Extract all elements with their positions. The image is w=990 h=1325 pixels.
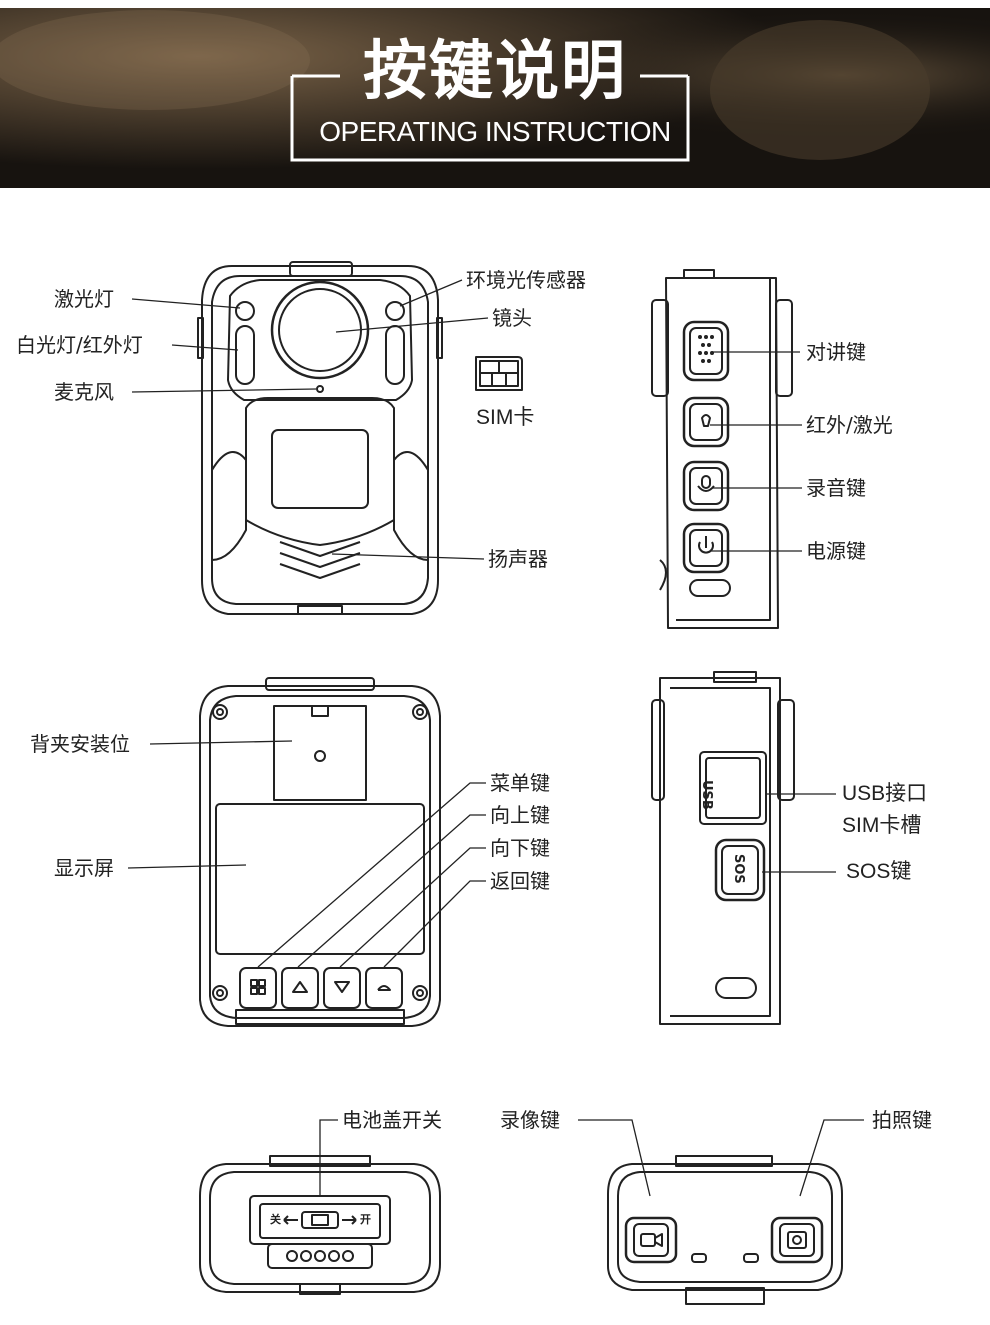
label-lens: 镜头	[492, 306, 532, 330]
intercom-button-dots	[698, 335, 714, 363]
side-view-left-device	[651, 671, 795, 1025]
side-view-right-device	[651, 269, 793, 629]
back-button-icons	[250, 979, 391, 995]
label-usb-port: USB接口	[842, 782, 928, 805]
label-power-key: 电源键	[806, 539, 866, 563]
label-speaker: 扬声器	[488, 547, 548, 571]
label-sim-card: SIM卡	[476, 406, 535, 429]
label-photo-key: 拍照键	[872, 1108, 932, 1132]
sim-card-icon	[475, 356, 523, 391]
battery-open-mark: 开	[360, 1213, 371, 1226]
banner-background	[0, 0, 990, 188]
label-white-ir-light: 白光灯/红外灯	[16, 333, 143, 357]
microphone-icon	[697, 475, 715, 492]
label-back-clip: 背夹安装位	[30, 732, 130, 756]
label-intercom-key: 对讲键	[806, 340, 866, 364]
label-laser-light: 激光灯	[54, 287, 114, 311]
ir-laser-icon	[701, 414, 711, 427]
header-banner: 按键说明 OPERATING INSTRUCTION	[0, 0, 990, 188]
label-menu-key: 菜单键	[490, 771, 550, 795]
power-icon	[698, 536, 714, 554]
label-record-audio-key: 录音键	[806, 476, 866, 500]
front-view-device	[197, 261, 443, 615]
label-display: 显示屏	[54, 856, 114, 880]
label-ambient-sensor: 环境光传感器	[466, 268, 586, 292]
back-view-device	[199, 677, 441, 1027]
page-title: 按键说明	[363, 35, 627, 109]
label-microphone: 麦克风	[54, 380, 114, 404]
label-ir-laser-key: 红外/激光	[806, 413, 893, 437]
usb-port-text: USB	[699, 780, 714, 810]
label-up-key: 向上键	[490, 803, 550, 827]
label-sim-slot: SIM卡槽	[842, 814, 922, 837]
label-battery-switch: 电池盖开关	[342, 1108, 442, 1132]
page-subtitle: OPERATING INSTRUCTION	[319, 116, 671, 147]
battery-switch-arrows	[283, 1215, 357, 1225]
bottom-view-device	[199, 1155, 441, 1295]
camera-icon	[787, 1231, 807, 1249]
label-down-key: 向下键	[490, 836, 550, 860]
label-return-key: 返回键	[490, 869, 550, 893]
sos-button-text: SOS	[731, 854, 746, 884]
device-diagram	[127, 261, 864, 1305]
top-view-device	[607, 1155, 843, 1305]
video-camera-icon	[640, 1233, 663, 1247]
leader-lines	[127, 279, 864, 1197]
label-sos-key: SOS键	[846, 860, 912, 883]
battery-close-mark: 关	[270, 1213, 281, 1226]
label-video-key: 录像键	[500, 1108, 560, 1132]
